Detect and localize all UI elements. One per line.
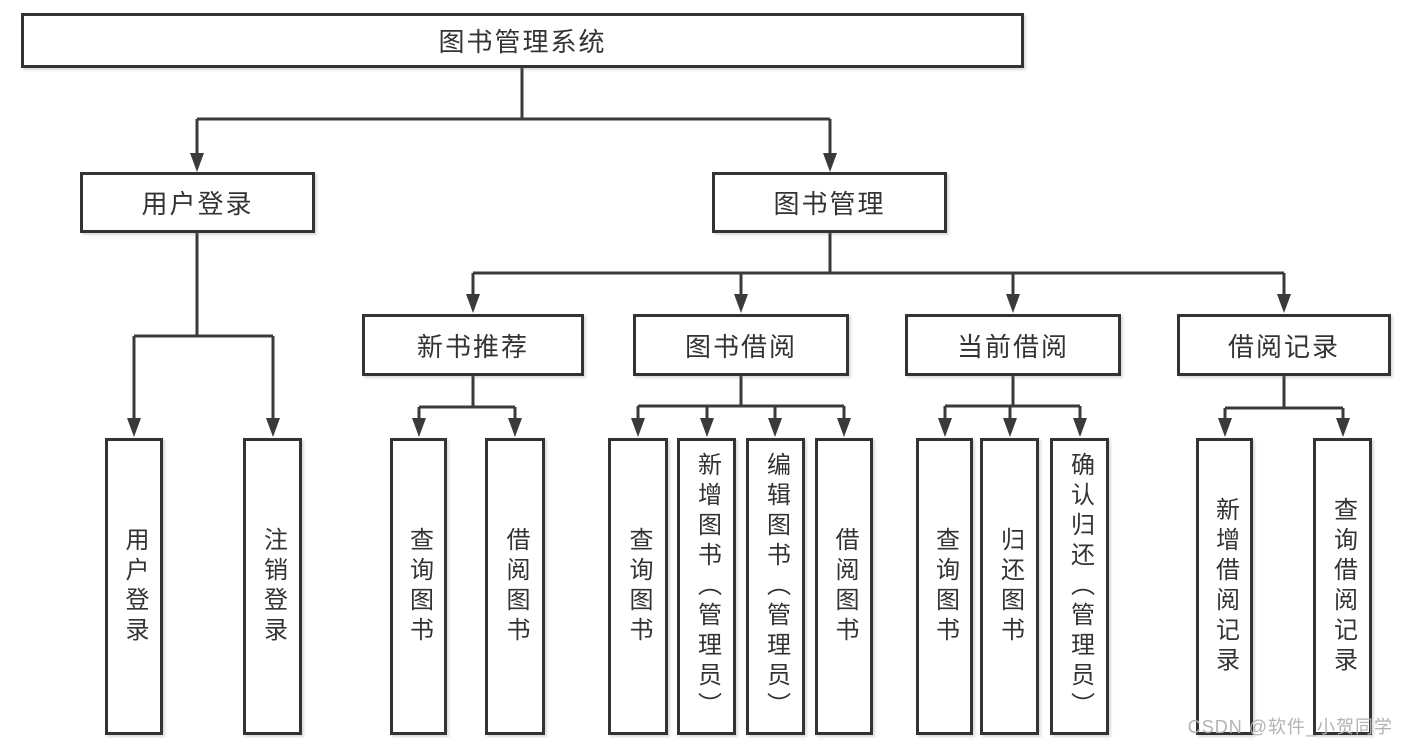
leaf-edit-book-admin-label: 编辑图书（管理员） (762, 451, 790, 722)
arrow-down-icon (1277, 294, 1291, 313)
node-book-management-label: 图书管理 (773, 189, 886, 219)
arrow-down-icon (837, 418, 851, 437)
leaf-add-book-admin: 新增图书（管理员） (677, 438, 736, 735)
leaf-borrow-books-recommend-label: 借阅图书 (502, 526, 529, 647)
node-new-book-recommend-label: 新书推荐 (416, 331, 529, 362)
leaf-return-book: 归还图书 (980, 438, 1039, 735)
arrow-down-icon (466, 294, 480, 313)
leaf-query-books-current-label: 查询图书 (931, 526, 959, 647)
node-book-management: 图书管理 (712, 172, 947, 233)
node-root-label: 图书管理系统 (438, 27, 607, 57)
leaf-query-books-current: 查询图书 (916, 438, 973, 735)
arrow-down-icon (734, 294, 748, 313)
arrow-down-icon (1073, 418, 1087, 437)
leaf-return-book-label: 归还图书 (996, 526, 1024, 647)
node-user-login-label: 用户登录 (141, 189, 254, 219)
connector-borrowrecord-to-leaves (1223, 376, 1345, 420)
leaf-query-books-recommend-label: 查询图书 (405, 526, 433, 647)
node-user-login: 用户登录 (80, 172, 315, 233)
node-book-borrow: 图书借阅 (633, 314, 849, 376)
node-current-borrow-label: 当前借阅 (956, 331, 1069, 362)
arrow-down-icon (127, 418, 141, 437)
node-borrow-records: 借阅记录 (1177, 314, 1391, 376)
leaf-confirm-return-admin: 确认归还（管理员） (1050, 438, 1109, 735)
arrow-down-icon (768, 418, 782, 437)
leaf-query-books-borrow-label: 查询图书 (625, 526, 652, 647)
node-root: 图书管理系统 (21, 13, 1024, 68)
leaf-edit-book-admin: 编辑图书（管理员） (746, 438, 805, 735)
leaf-borrow-books-label: 借阅图书 (831, 526, 858, 647)
arrow-down-icon (1006, 294, 1020, 313)
leaf-user-login: 用户登录 (105, 438, 163, 735)
leaf-add-book-admin-label: 新增图书（管理员） (693, 451, 721, 722)
arrow-down-icon (190, 153, 204, 172)
leaf-borrow-books: 借阅图书 (815, 438, 873, 735)
arrow-down-icon (266, 418, 280, 437)
arrow-down-icon (631, 418, 645, 437)
connector-userlogin-to-leaves (132, 233, 275, 420)
arrow-down-icon (508, 418, 522, 437)
node-current-borrow: 当前借阅 (905, 314, 1121, 376)
leaf-query-borrow-record-label: 查询借阅记录 (1329, 496, 1357, 677)
leaf-query-books-borrow: 查询图书 (608, 438, 668, 735)
connector-currentborrow-to-leaves (943, 376, 1082, 420)
arrow-down-icon (700, 418, 714, 437)
connector-bookborrow-to-leaves (636, 376, 846, 420)
leaf-logout-label: 注销登录 (259, 526, 287, 647)
leaf-confirm-return-admin-label: 确认归还（管理员） (1066, 451, 1094, 722)
leaf-query-books-recommend: 查询图书 (390, 438, 447, 735)
leaf-add-borrow-record-label: 新增借阅记录 (1211, 496, 1239, 677)
connector-bookmgmt-to-level3 (471, 233, 1286, 296)
arrow-down-icon (1003, 418, 1017, 437)
leaf-query-borrow-record: 查询借阅记录 (1313, 438, 1372, 735)
arrow-down-icon (938, 418, 952, 437)
connector-root-to-level2 (195, 68, 832, 154)
arrow-down-icon (1336, 418, 1350, 437)
watermark-text: CSDN @软件_小贺同学 (1187, 717, 1393, 737)
leaf-add-borrow-record: 新增借阅记录 (1196, 438, 1253, 735)
node-book-borrow-label: 图书借阅 (684, 331, 797, 362)
leaf-user-login-label: 用户登录 (121, 526, 148, 647)
arrow-down-icon (412, 418, 426, 437)
node-borrow-records-label: 借阅记录 (1227, 331, 1340, 362)
arrow-down-icon (1218, 418, 1232, 437)
leaf-logout: 注销登录 (243, 438, 302, 735)
node-new-book-recommend: 新书推荐 (362, 314, 584, 376)
leaf-borrow-books-recommend: 借阅图书 (485, 438, 545, 735)
arrow-down-icon (823, 153, 837, 172)
connector-newbook-to-leaves (417, 376, 517, 420)
